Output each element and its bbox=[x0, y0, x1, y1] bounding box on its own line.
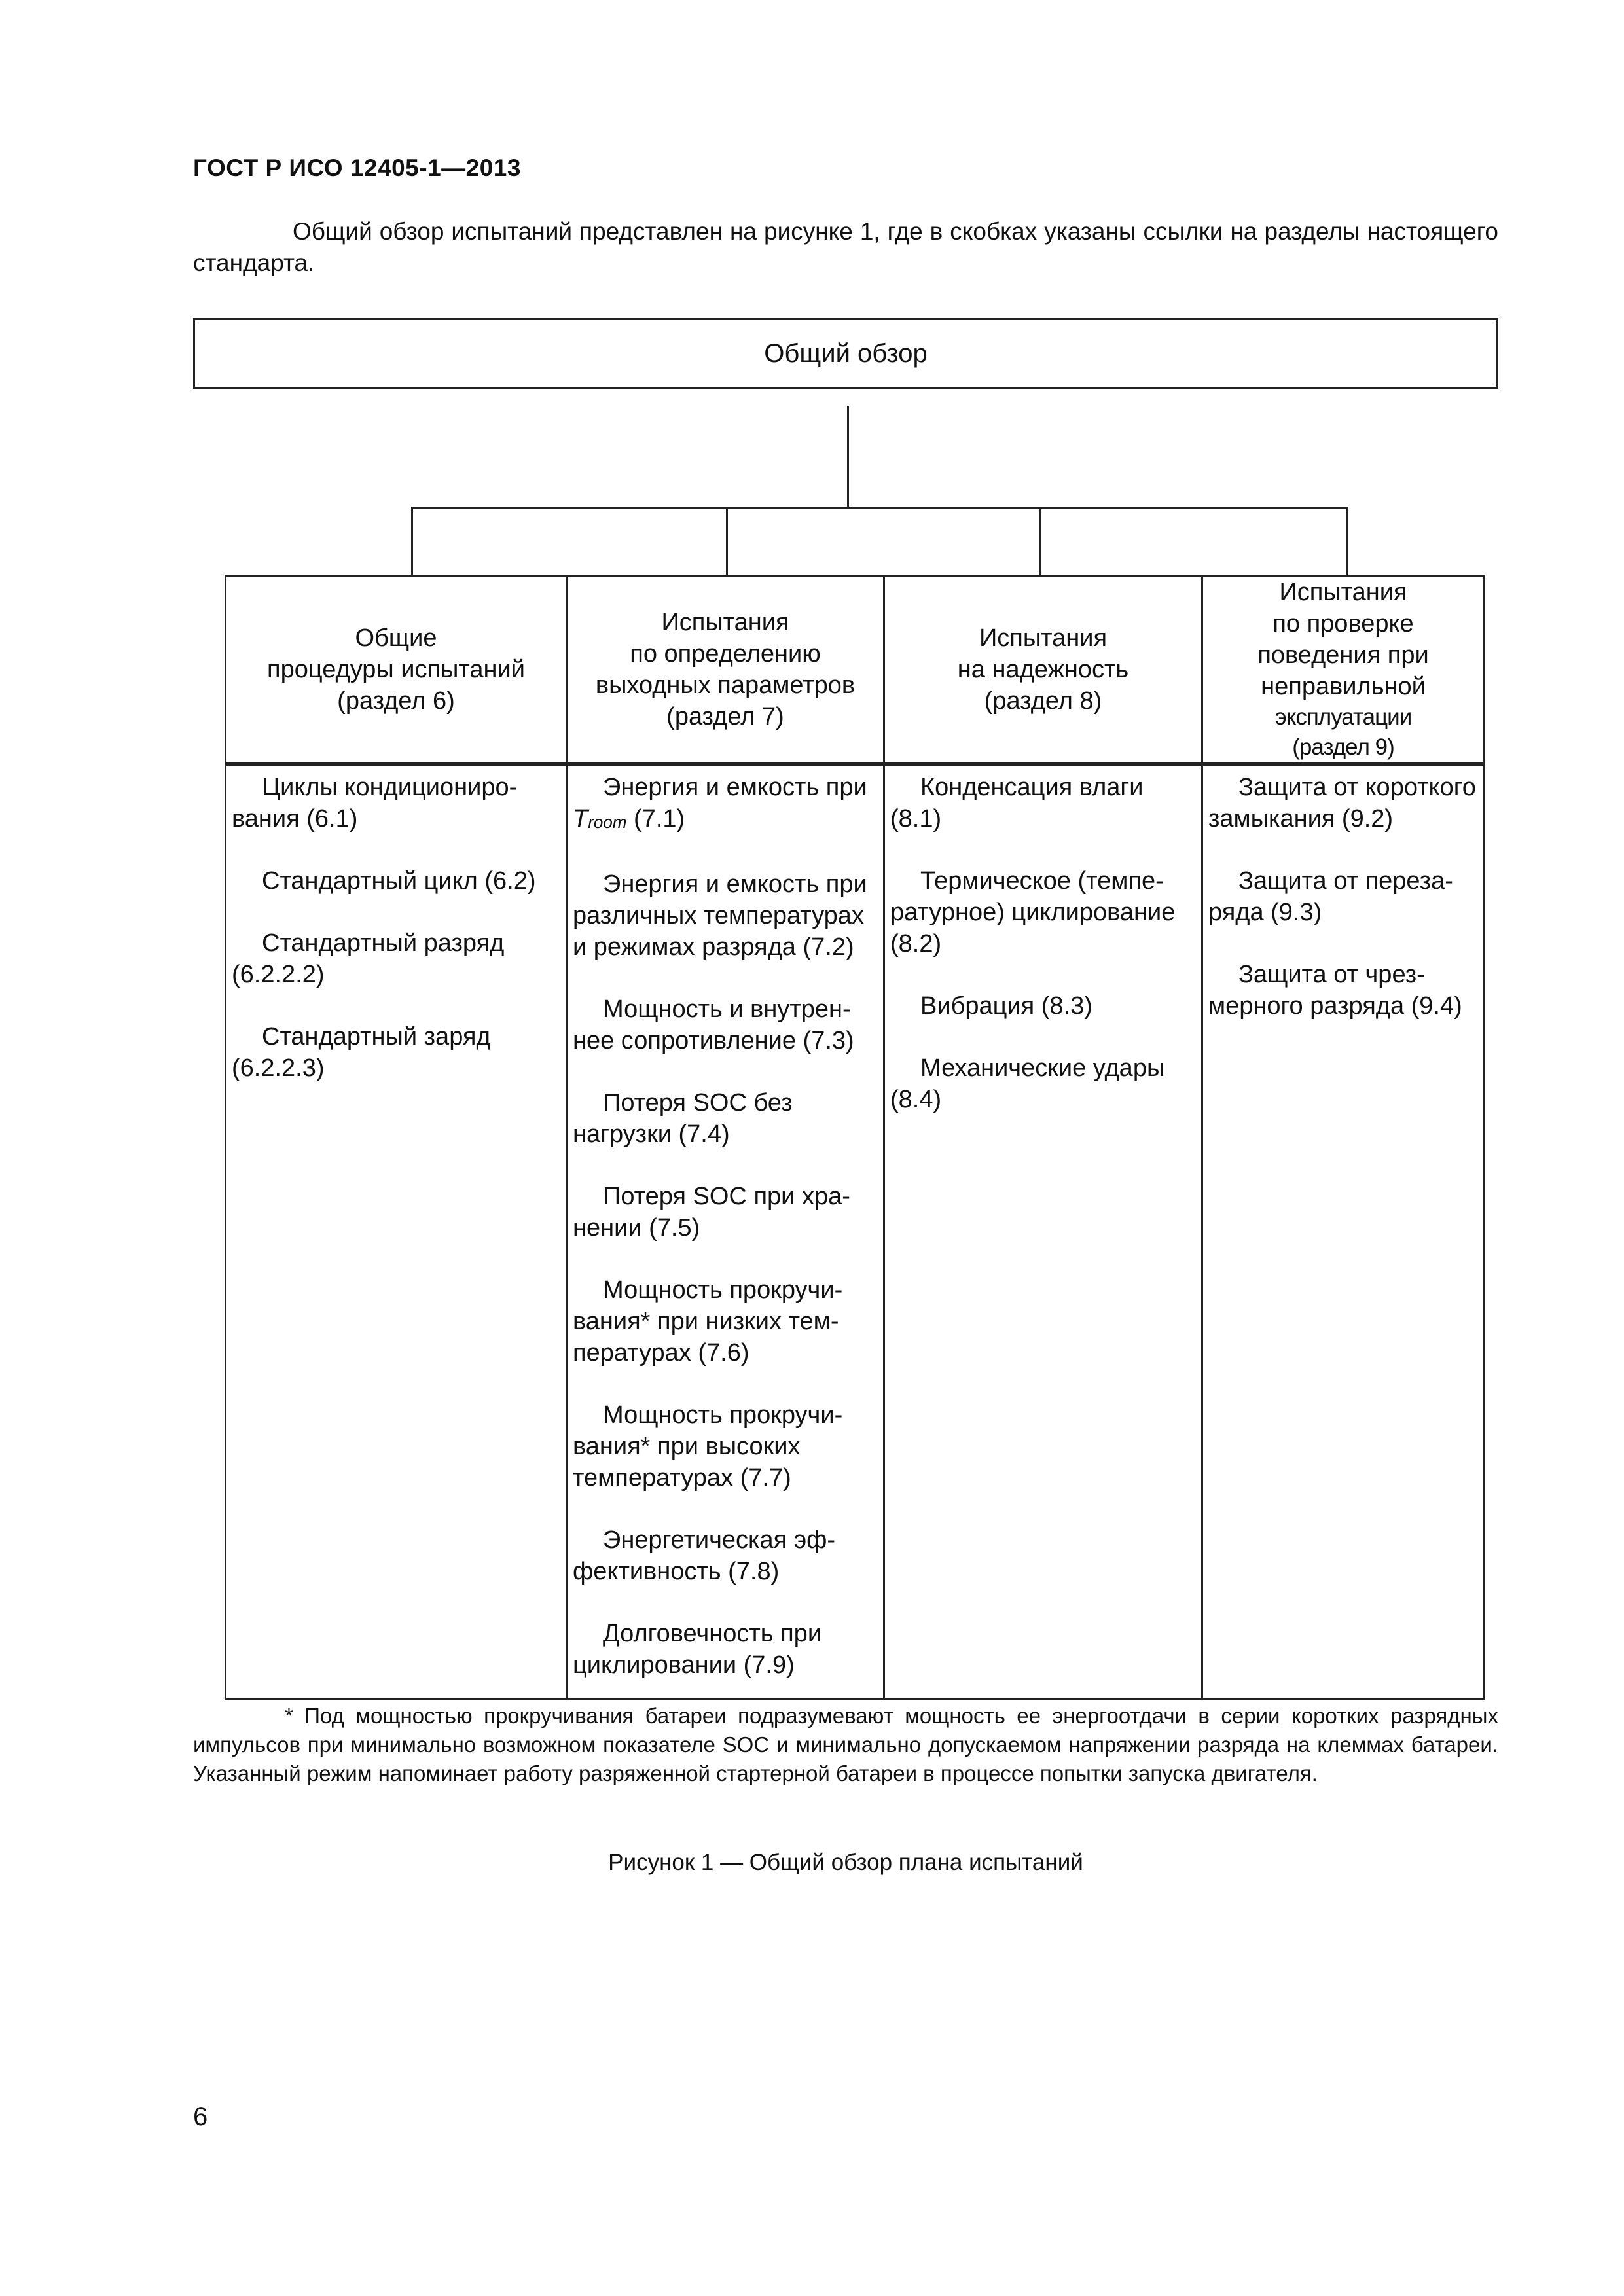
intro-paragraph: Общий обзор испытаний представлен на рис… bbox=[193, 218, 1498, 276]
list-item: Защита от коротко­го замыкания (9.2) bbox=[1208, 774, 1476, 833]
list-item: Мощность прокручи­вания* при низких тем­… bbox=[573, 1276, 843, 1367]
list-item: Энергия и емкость при различных темпе­ра… bbox=[573, 870, 867, 961]
column-items: Циклы кондициониро­вания (6.1) Стандартн… bbox=[232, 772, 562, 1115]
list-item: Мощность и внутрен­нее сопротивление (7.… bbox=[573, 996, 854, 1054]
column-items: Энергия и емкость при Troom (7.1) Энерги… bbox=[573, 772, 879, 1712]
list-item: Механические удары (8.4) bbox=[890, 1054, 1165, 1113]
list-item: Защита от чрез­мерного разряда (9.4) bbox=[1208, 961, 1462, 1020]
column-heading: Общие процедуры испытаний (раздел 6) bbox=[226, 577, 566, 766]
list-item: Циклы кондициониро­вания (6.1) bbox=[232, 774, 518, 833]
list-item: Долговечность при циклировании (7.9) bbox=[573, 1620, 822, 1679]
column-items: Защита от коротко­го замыкания (9.2) Защ… bbox=[1208, 772, 1479, 1052]
list-item: Стандартный цикл (6.2) bbox=[262, 867, 536, 895]
figure-caption: Рисунок 1 — Общий обзор плана испытаний bbox=[608, 1850, 1083, 1875]
list-item: Энергетическая эф­фективность (7.8) bbox=[573, 1526, 836, 1585]
list-item: Вибрация (8.3) bbox=[920, 992, 1092, 1020]
list-item: Стандартный разряд (6.2.2.2) bbox=[232, 929, 505, 988]
list-item: Потеря SOC при хра­нении (7.5) bbox=[573, 1183, 850, 1242]
connector-drop-2 bbox=[726, 507, 728, 575]
column-output-parameters: Испытания по определению выходных параме… bbox=[566, 577, 883, 1698]
connector-drop-4 bbox=[1346, 507, 1348, 575]
list-item: Энергия и емкость при Troom (7.1) bbox=[573, 774, 867, 833]
list-item: Мощность прокручи­вания* при высоких тем… bbox=[573, 1401, 843, 1492]
connector-bar bbox=[411, 507, 1348, 509]
list-item: Стандартный заряд (6.2.2.3) bbox=[232, 1023, 491, 1082]
root-node-box: Общий обзор bbox=[193, 318, 1498, 389]
column-items: Конденсация влаги (8.1) Термическое (тем… bbox=[890, 772, 1197, 1146]
column-general-procedures: Общие процедуры испытаний (раздел 6) Цик… bbox=[226, 577, 566, 1698]
column-heading: Испытания по проверке поведения при непр… bbox=[1203, 577, 1483, 766]
page-number: 6 bbox=[193, 2102, 208, 2131]
list-item: Термическое (темпе­ратурное) циклирова­н… bbox=[890, 867, 1176, 958]
list-item: Конденсация влаги (8.1) bbox=[890, 774, 1144, 833]
root-node-label: Общий обзор bbox=[764, 338, 928, 368]
document-header: ГОСТ Р ИСО 12405-1—2013 bbox=[193, 154, 521, 181]
column-heading: Испытания по определению выходных параме… bbox=[568, 577, 883, 766]
list-item: Защита от переза­ряда (9.3) bbox=[1208, 867, 1453, 926]
connector-trunk bbox=[847, 406, 849, 508]
test-category-table: Общие процедуры испытаний (раздел 6) Цик… bbox=[225, 575, 1485, 1700]
connector-drop-1 bbox=[411, 507, 413, 575]
column-heading: Испытания на надежность (раздел 8) bbox=[885, 577, 1201, 766]
footnote: * Под мощностью прокручивания батареи по… bbox=[193, 1704, 1498, 1785]
column-reliability: Испытания на надежность (раздел 8) Конде… bbox=[883, 577, 1201, 1698]
connector-drop-3 bbox=[1039, 507, 1041, 575]
list-item: Потеря SOC без нагрузки (7.4) bbox=[573, 1089, 793, 1148]
column-abuse-tests: Испытания по проверке поведения при непр… bbox=[1201, 577, 1483, 1698]
